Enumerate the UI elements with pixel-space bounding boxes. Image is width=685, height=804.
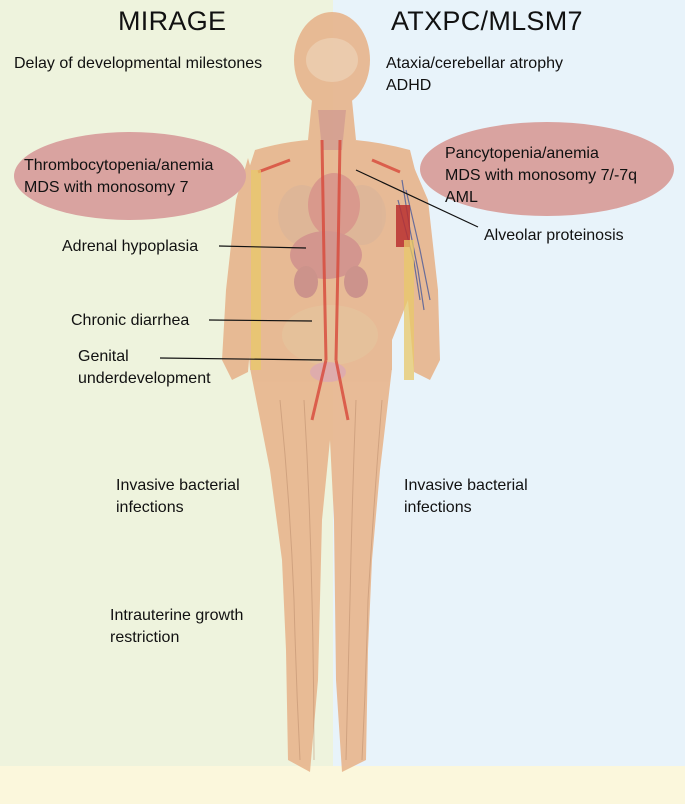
brain-shape [306, 38, 358, 82]
mirage-blood-label: Thrombocytopenia/anemia MDS with monosom… [24, 157, 214, 196]
leader-lines [159, 169, 479, 361]
lung-leader-line [355, 169, 479, 228]
atxpc-title: ATXPC/MLSM7 [391, 6, 583, 36]
vessels [257, 139, 401, 421]
bone-marrow-highlight [251, 170, 414, 380]
mirage-milestones-label: Delay of developmental milestones [14, 55, 263, 72]
atxpc-blood-highlight [420, 122, 674, 216]
adrenal-leader-line [218, 245, 307, 249]
diarrhea-leader-line [208, 319, 313, 322]
mirage-genital-label: Genital underdevelopment [78, 348, 211, 387]
mirage-title: MIRAGE [118, 6, 227, 36]
leg-muscles [279, 399, 383, 761]
mirage-blood-highlight [14, 132, 246, 220]
organs [278, 38, 386, 382]
atxpc-blood-label: Pancytopenia/anemia MDS with monosomy 7/… [445, 145, 638, 206]
atxpc-lung-label: Alveolar proteinosis [484, 227, 624, 244]
footer-strip [0, 766, 685, 804]
genital-leader-line [159, 357, 323, 361]
mirage-adrenal-label: Adrenal hypoplasia [62, 238, 199, 255]
mirage-infections-label: Invasive bacterial infections [116, 477, 240, 516]
mirage-growth-label: Intrauterine growth restriction [110, 607, 244, 646]
mirage-diarrhea-label: Chronic diarrhea [71, 312, 190, 329]
atxpc-neuro-label: Ataxia/cerebellar atrophy ADHD [386, 55, 563, 94]
atxpc-infections-label: Invasive bacterial infections [404, 477, 528, 516]
